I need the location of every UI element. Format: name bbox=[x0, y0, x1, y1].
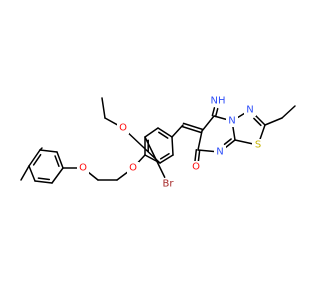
bond-d_r3-d_r4 bbox=[51, 167, 64, 184]
bond-o3-c_et1 bbox=[104, 117, 119, 126]
bond-n4-c8a bbox=[232, 126, 236, 141]
bond-a3-a4-inner bbox=[158, 131, 169, 139]
atom-nh: NH bbox=[208, 95, 228, 107]
atom-label-n8: N bbox=[216, 147, 223, 158]
atom-label-background bbox=[159, 178, 177, 190]
bond-c_t1-c_t2 bbox=[281, 105, 296, 119]
bond-c_ch-c6-second bbox=[182, 122, 204, 131]
atom-label-background bbox=[208, 95, 228, 107]
atom-label-n4: N bbox=[228, 116, 235, 127]
bond-a3-a4 bbox=[157, 127, 173, 138]
bond-n4-n3 bbox=[236, 112, 246, 119]
atom-n3: N bbox=[244, 104, 256, 116]
atom-o2: O bbox=[127, 162, 139, 174]
atom-label-background bbox=[244, 104, 256, 116]
bond-d_r6-d_r1 bbox=[28, 149, 41, 167]
atom-label-background bbox=[226, 115, 238, 127]
bond-c_ch-c6 bbox=[181, 125, 203, 134]
atom-n4: N bbox=[226, 115, 238, 127]
atom-label-background bbox=[214, 146, 226, 158]
bond-d_r6-d_r1-inner bbox=[32, 153, 42, 166]
bond-c_e2-o2 bbox=[116, 170, 129, 181]
atom-o1: O bbox=[77, 162, 89, 174]
bond-d_r1-d_r2 bbox=[28, 165, 36, 182]
atom-label-n3: N bbox=[246, 105, 253, 116]
bond-n3-c2 bbox=[253, 113, 266, 126]
bond-d_r5-d_r6 bbox=[39, 149, 58, 153]
atom-n8: N bbox=[214, 146, 226, 158]
atom-label-o1: O bbox=[79, 163, 87, 174]
bond-d_r2-d_r3-inner bbox=[37, 177, 51, 181]
bond-a6-o3 bbox=[126, 131, 161, 164]
bond-a5-a6-inner bbox=[159, 152, 170, 160]
atom-label-background bbox=[252, 139, 264, 151]
bond-c5-nh bbox=[214, 107, 219, 118]
atom-label-background bbox=[190, 161, 202, 173]
bond-c2-s1 bbox=[259, 124, 266, 141]
bond-n8-c7 bbox=[197, 149, 215, 153]
bond-s1-c8a bbox=[234, 139, 253, 145]
bond-d_r4-d_r5 bbox=[56, 151, 64, 169]
atom-label-background bbox=[127, 162, 139, 174]
bond-c8a-n8-inner bbox=[223, 138, 232, 146]
atom-o3: O bbox=[117, 122, 129, 134]
atom-label-s1: S bbox=[255, 140, 261, 151]
bond-d_r4-d_r5-inner bbox=[54, 155, 60, 167]
bond-a4-c_ch bbox=[171, 124, 184, 138]
bond-layer bbox=[20, 97, 296, 184]
bond-c8a-n8 bbox=[223, 139, 236, 149]
atom-label-nh: NH bbox=[211, 96, 226, 107]
atom-label-br: Br bbox=[163, 179, 175, 190]
bond-c7-o4 bbox=[194, 149, 198, 162]
atom-label-background bbox=[117, 122, 129, 134]
bond-c6-c5 bbox=[201, 115, 215, 132]
bond-a4-a5 bbox=[171, 136, 174, 156]
bond-c_me1-d_r1 bbox=[20, 165, 30, 181]
bond-a2-a3 bbox=[144, 127, 159, 138]
bond-n3-c2-inner bbox=[253, 117, 262, 127]
bond-c7-c6 bbox=[197, 130, 203, 151]
bond-a5-a6 bbox=[159, 154, 174, 164]
bond-c5-nh-second bbox=[211, 107, 216, 117]
atom-br: Br bbox=[159, 178, 177, 190]
atom-label-o2: O bbox=[129, 163, 137, 174]
atom-o4: O bbox=[190, 161, 202, 173]
atom-label-background bbox=[77, 162, 89, 174]
bond-c_et1-c_et2 bbox=[101, 97, 106, 119]
atom-s1: S bbox=[252, 139, 264, 151]
bond-c7-o4-second bbox=[197, 149, 201, 162]
bond-d_r2-d_r3 bbox=[34, 180, 53, 184]
bond-c5-n4 bbox=[213, 115, 227, 121]
bond-c2-c_t1 bbox=[264, 117, 283, 126]
atom-label-o3: O bbox=[119, 123, 127, 134]
bond-o1-c_e1 bbox=[86, 171, 99, 181]
atom-label-o4: O bbox=[192, 162, 200, 173]
